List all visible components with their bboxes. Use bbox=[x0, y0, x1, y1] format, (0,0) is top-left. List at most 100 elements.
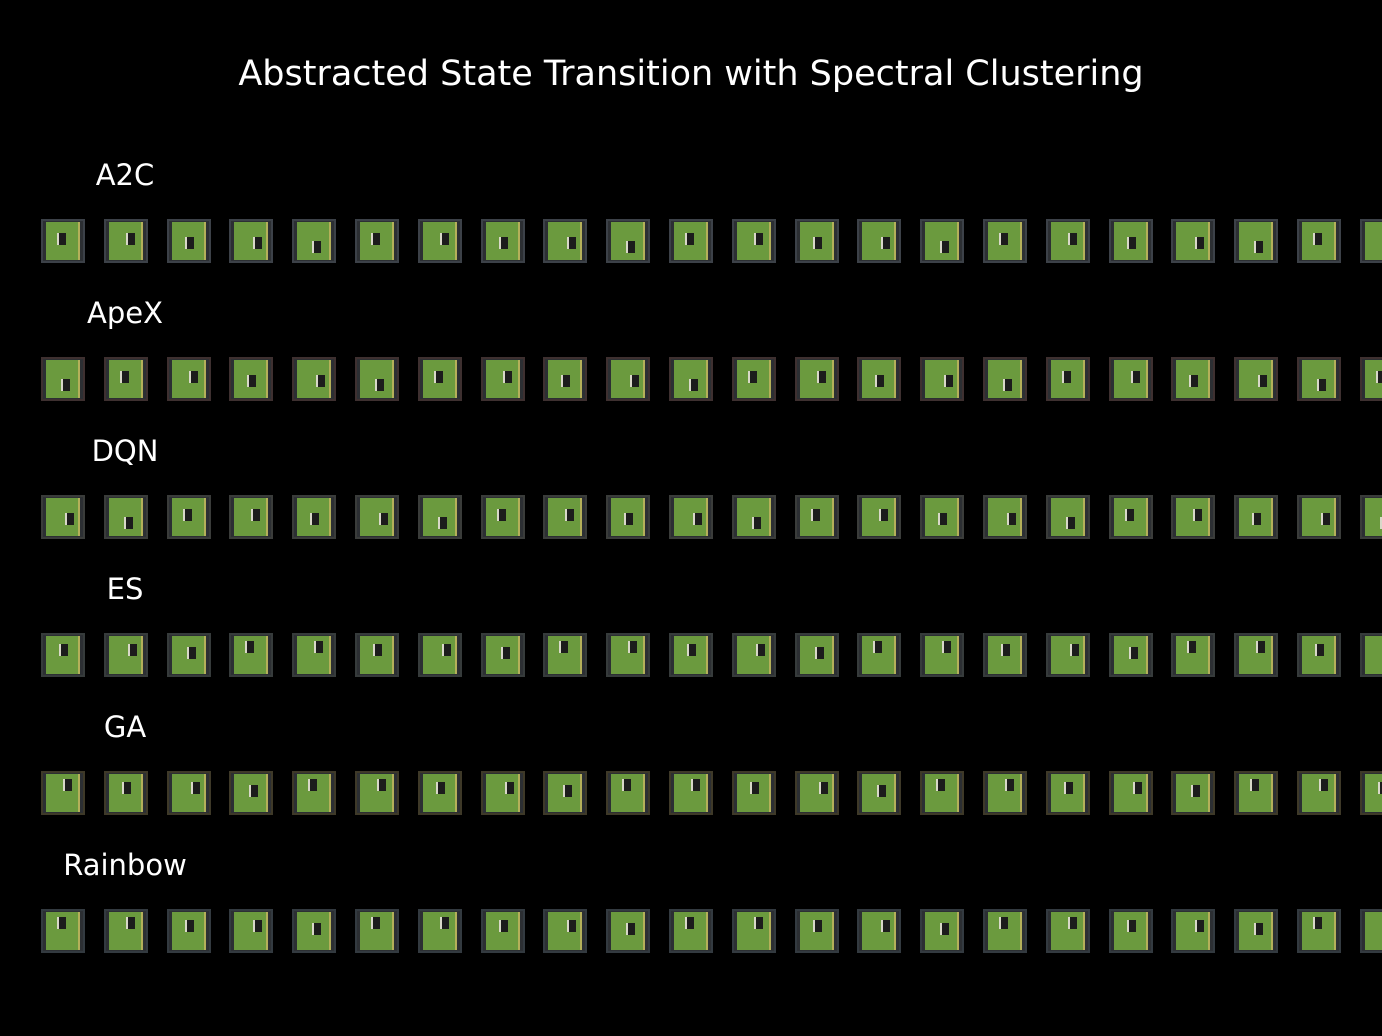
state-thumbnail bbox=[983, 357, 1027, 401]
state-thumbnail bbox=[606, 771, 650, 815]
state-strip bbox=[0, 357, 1382, 403]
state-thumbnail bbox=[669, 357, 713, 401]
state-thumbnail bbox=[606, 357, 650, 401]
state-thumbnail bbox=[292, 633, 336, 677]
state-thumbnail bbox=[669, 219, 713, 263]
state-thumbnail bbox=[669, 633, 713, 677]
state-thumbnail bbox=[1109, 357, 1153, 401]
state-thumbnail bbox=[41, 219, 85, 263]
state-thumbnail bbox=[1234, 357, 1278, 401]
state-thumbnail bbox=[355, 771, 399, 815]
state-thumbnail bbox=[418, 219, 462, 263]
state-thumbnail bbox=[795, 909, 839, 953]
state-thumbnail bbox=[1046, 357, 1090, 401]
state-thumbnail bbox=[1109, 633, 1153, 677]
state-thumbnail bbox=[481, 771, 525, 815]
state-thumbnail bbox=[669, 909, 713, 953]
state-thumbnail bbox=[418, 909, 462, 953]
state-thumbnail bbox=[292, 771, 336, 815]
state-thumbnail bbox=[732, 909, 776, 953]
state-thumbnail bbox=[1171, 219, 1215, 263]
state-thumbnail bbox=[732, 357, 776, 401]
state-thumbnail bbox=[1234, 909, 1278, 953]
state-thumbnail bbox=[1234, 771, 1278, 815]
state-thumbnail bbox=[857, 495, 901, 539]
state-thumbnail bbox=[1171, 633, 1215, 677]
state-thumbnail bbox=[920, 357, 964, 401]
state-thumbnail bbox=[543, 909, 587, 953]
state-thumbnail bbox=[292, 909, 336, 953]
state-thumbnail bbox=[481, 357, 525, 401]
state-thumbnail bbox=[1234, 495, 1278, 539]
state-thumbnail bbox=[920, 219, 964, 263]
state-thumbnail bbox=[1046, 633, 1090, 677]
state-thumbnail bbox=[983, 633, 1027, 677]
state-thumbnail bbox=[481, 495, 525, 539]
state-thumbnail bbox=[418, 633, 462, 677]
state-thumbnail bbox=[1360, 771, 1382, 815]
state-strip bbox=[0, 495, 1382, 541]
row-label-ga: GA bbox=[103, 710, 147, 744]
state-thumbnail bbox=[167, 357, 211, 401]
state-thumbnail bbox=[167, 633, 211, 677]
state-thumbnail bbox=[355, 633, 399, 677]
state-thumbnail bbox=[229, 357, 273, 401]
state-thumbnail bbox=[857, 771, 901, 815]
state-thumbnail bbox=[606, 495, 650, 539]
state-thumbnail bbox=[167, 909, 211, 953]
state-thumbnail bbox=[983, 495, 1027, 539]
state-thumbnail bbox=[1109, 771, 1153, 815]
state-thumbnail bbox=[857, 633, 901, 677]
state-thumbnail bbox=[669, 771, 713, 815]
state-thumbnail bbox=[229, 633, 273, 677]
state-thumbnail bbox=[1234, 219, 1278, 263]
state-thumbnail bbox=[104, 495, 148, 539]
state-thumbnail bbox=[167, 495, 211, 539]
state-thumbnail bbox=[795, 219, 839, 263]
state-thumbnail bbox=[857, 909, 901, 953]
state-thumbnail bbox=[1297, 495, 1341, 539]
state-thumbnail bbox=[1046, 771, 1090, 815]
state-thumbnail bbox=[481, 219, 525, 263]
state-thumbnail bbox=[669, 495, 713, 539]
state-thumbnail bbox=[543, 633, 587, 677]
state-thumbnail bbox=[1109, 909, 1153, 953]
row-label-apex: ApeX bbox=[87, 296, 163, 330]
state-thumbnail bbox=[292, 219, 336, 263]
state-thumbnail bbox=[795, 495, 839, 539]
row-label-a2c: A2C bbox=[95, 158, 155, 192]
state-thumbnail bbox=[1297, 633, 1341, 677]
row-label-rainbow: Rainbow bbox=[63, 848, 187, 882]
state-thumbnail bbox=[104, 633, 148, 677]
state-thumbnail bbox=[920, 909, 964, 953]
state-thumbnail bbox=[920, 771, 964, 815]
state-thumbnail bbox=[920, 495, 964, 539]
state-thumbnail bbox=[543, 771, 587, 815]
state-thumbnail bbox=[983, 219, 1027, 263]
state-thumbnail bbox=[292, 495, 336, 539]
state-thumbnail bbox=[418, 495, 462, 539]
state-thumbnail bbox=[481, 633, 525, 677]
state-thumbnail bbox=[418, 357, 462, 401]
state-thumbnail bbox=[795, 357, 839, 401]
state-thumbnail bbox=[1360, 219, 1382, 263]
state-thumbnail bbox=[229, 771, 273, 815]
state-thumbnail bbox=[1171, 909, 1215, 953]
figure-title: Abstracted State Transition with Spectra… bbox=[238, 54, 1144, 94]
state-thumbnail bbox=[104, 909, 148, 953]
state-thumbnail bbox=[606, 633, 650, 677]
state-thumbnail bbox=[1297, 771, 1341, 815]
state-thumbnail bbox=[41, 771, 85, 815]
state-thumbnail bbox=[355, 909, 399, 953]
state-thumbnail bbox=[104, 219, 148, 263]
state-thumbnail bbox=[1171, 495, 1215, 539]
state-thumbnail bbox=[229, 909, 273, 953]
state-strip bbox=[0, 771, 1382, 817]
state-strip bbox=[0, 219, 1382, 265]
state-thumbnail bbox=[104, 357, 148, 401]
state-thumbnail bbox=[732, 771, 776, 815]
state-thumbnail bbox=[983, 909, 1027, 953]
state-thumbnail bbox=[167, 219, 211, 263]
state-thumbnail bbox=[1109, 495, 1153, 539]
state-thumbnail bbox=[1297, 909, 1341, 953]
